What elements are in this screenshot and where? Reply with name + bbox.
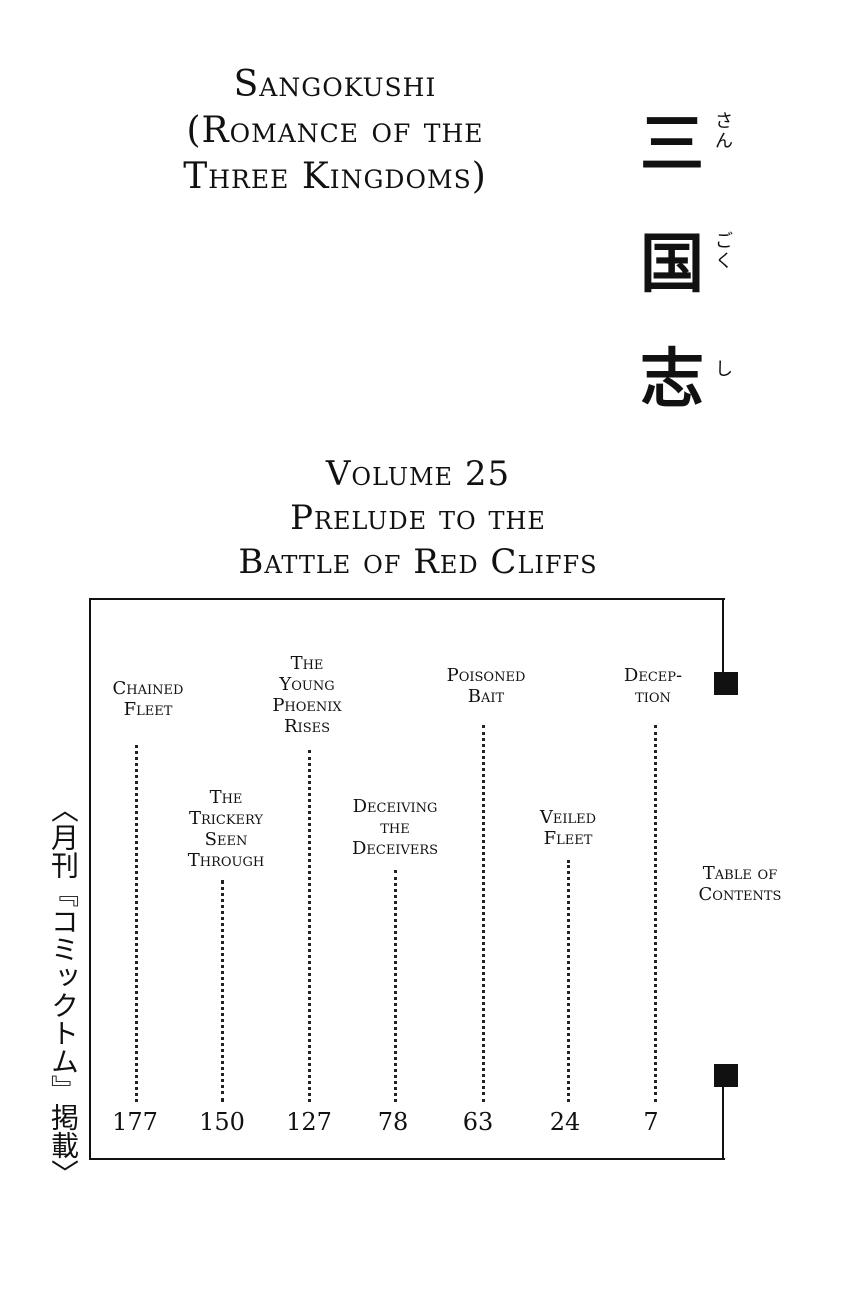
frame-line bbox=[722, 598, 724, 678]
frame-square bbox=[714, 672, 738, 695]
volume-line: Battle of Red Cliffs bbox=[238, 542, 598, 582]
kanji-shi: 志 bbox=[640, 342, 704, 417]
volume-line: Prelude to the bbox=[290, 498, 546, 538]
dotted-leader bbox=[654, 725, 657, 1102]
title-line: Three Kingdoms) bbox=[183, 156, 487, 197]
chapter-title[interactable]: Decep- tion bbox=[623, 665, 683, 707]
dotted-leader bbox=[308, 750, 311, 1102]
chapter-title[interactable]: Chained Fleet bbox=[112, 678, 184, 720]
page-number[interactable]: 127 bbox=[286, 1108, 332, 1136]
page-number[interactable]: 150 bbox=[199, 1108, 245, 1136]
chapter-title[interactable]: The Young Phoenix Rises bbox=[272, 653, 342, 737]
title-line: (Romance of the bbox=[186, 110, 484, 151]
kanji-san: 三 bbox=[640, 107, 704, 182]
furigana: ごく bbox=[715, 231, 733, 272]
toc-frame bbox=[89, 598, 725, 1160]
frame-square bbox=[714, 1064, 738, 1087]
dotted-leader bbox=[135, 745, 138, 1102]
dotted-leader bbox=[221, 880, 224, 1102]
dotted-leader bbox=[482, 725, 485, 1102]
dotted-leader bbox=[567, 860, 570, 1102]
chapter-title[interactable]: Veiled Fleet bbox=[539, 807, 597, 849]
frame-line bbox=[722, 1080, 724, 1158]
furigana: し bbox=[715, 359, 733, 380]
publication-note: 〈月刊『コミックトム』掲載〉 bbox=[47, 795, 80, 1187]
english-title: Sangokushi (Romance of the Three Kingdom… bbox=[100, 62, 570, 200]
dotted-leader bbox=[394, 870, 397, 1102]
volume-line: Volume 25 bbox=[325, 454, 511, 494]
chapter-title[interactable]: The Trickery Seen Through bbox=[187, 787, 265, 871]
chapter-title[interactable]: Poisoned Bait bbox=[446, 665, 526, 707]
furigana: さん bbox=[715, 111, 733, 152]
volume-title: Volume 25 Prelude to the Battle of Red C… bbox=[150, 452, 686, 584]
page-number[interactable]: 177 bbox=[112, 1108, 158, 1136]
toc-label: Table of Contents bbox=[698, 863, 782, 905]
kanji-goku: 国 bbox=[640, 227, 704, 302]
page-number[interactable]: 7 bbox=[643, 1108, 659, 1136]
page-number[interactable]: 78 bbox=[377, 1108, 409, 1136]
chapter-title[interactable]: Deceiving the Deceivers bbox=[351, 796, 439, 859]
page-number[interactable]: 24 bbox=[549, 1108, 581, 1136]
page-number[interactable]: 63 bbox=[462, 1108, 494, 1136]
title-line: Sangokushi bbox=[233, 64, 437, 105]
